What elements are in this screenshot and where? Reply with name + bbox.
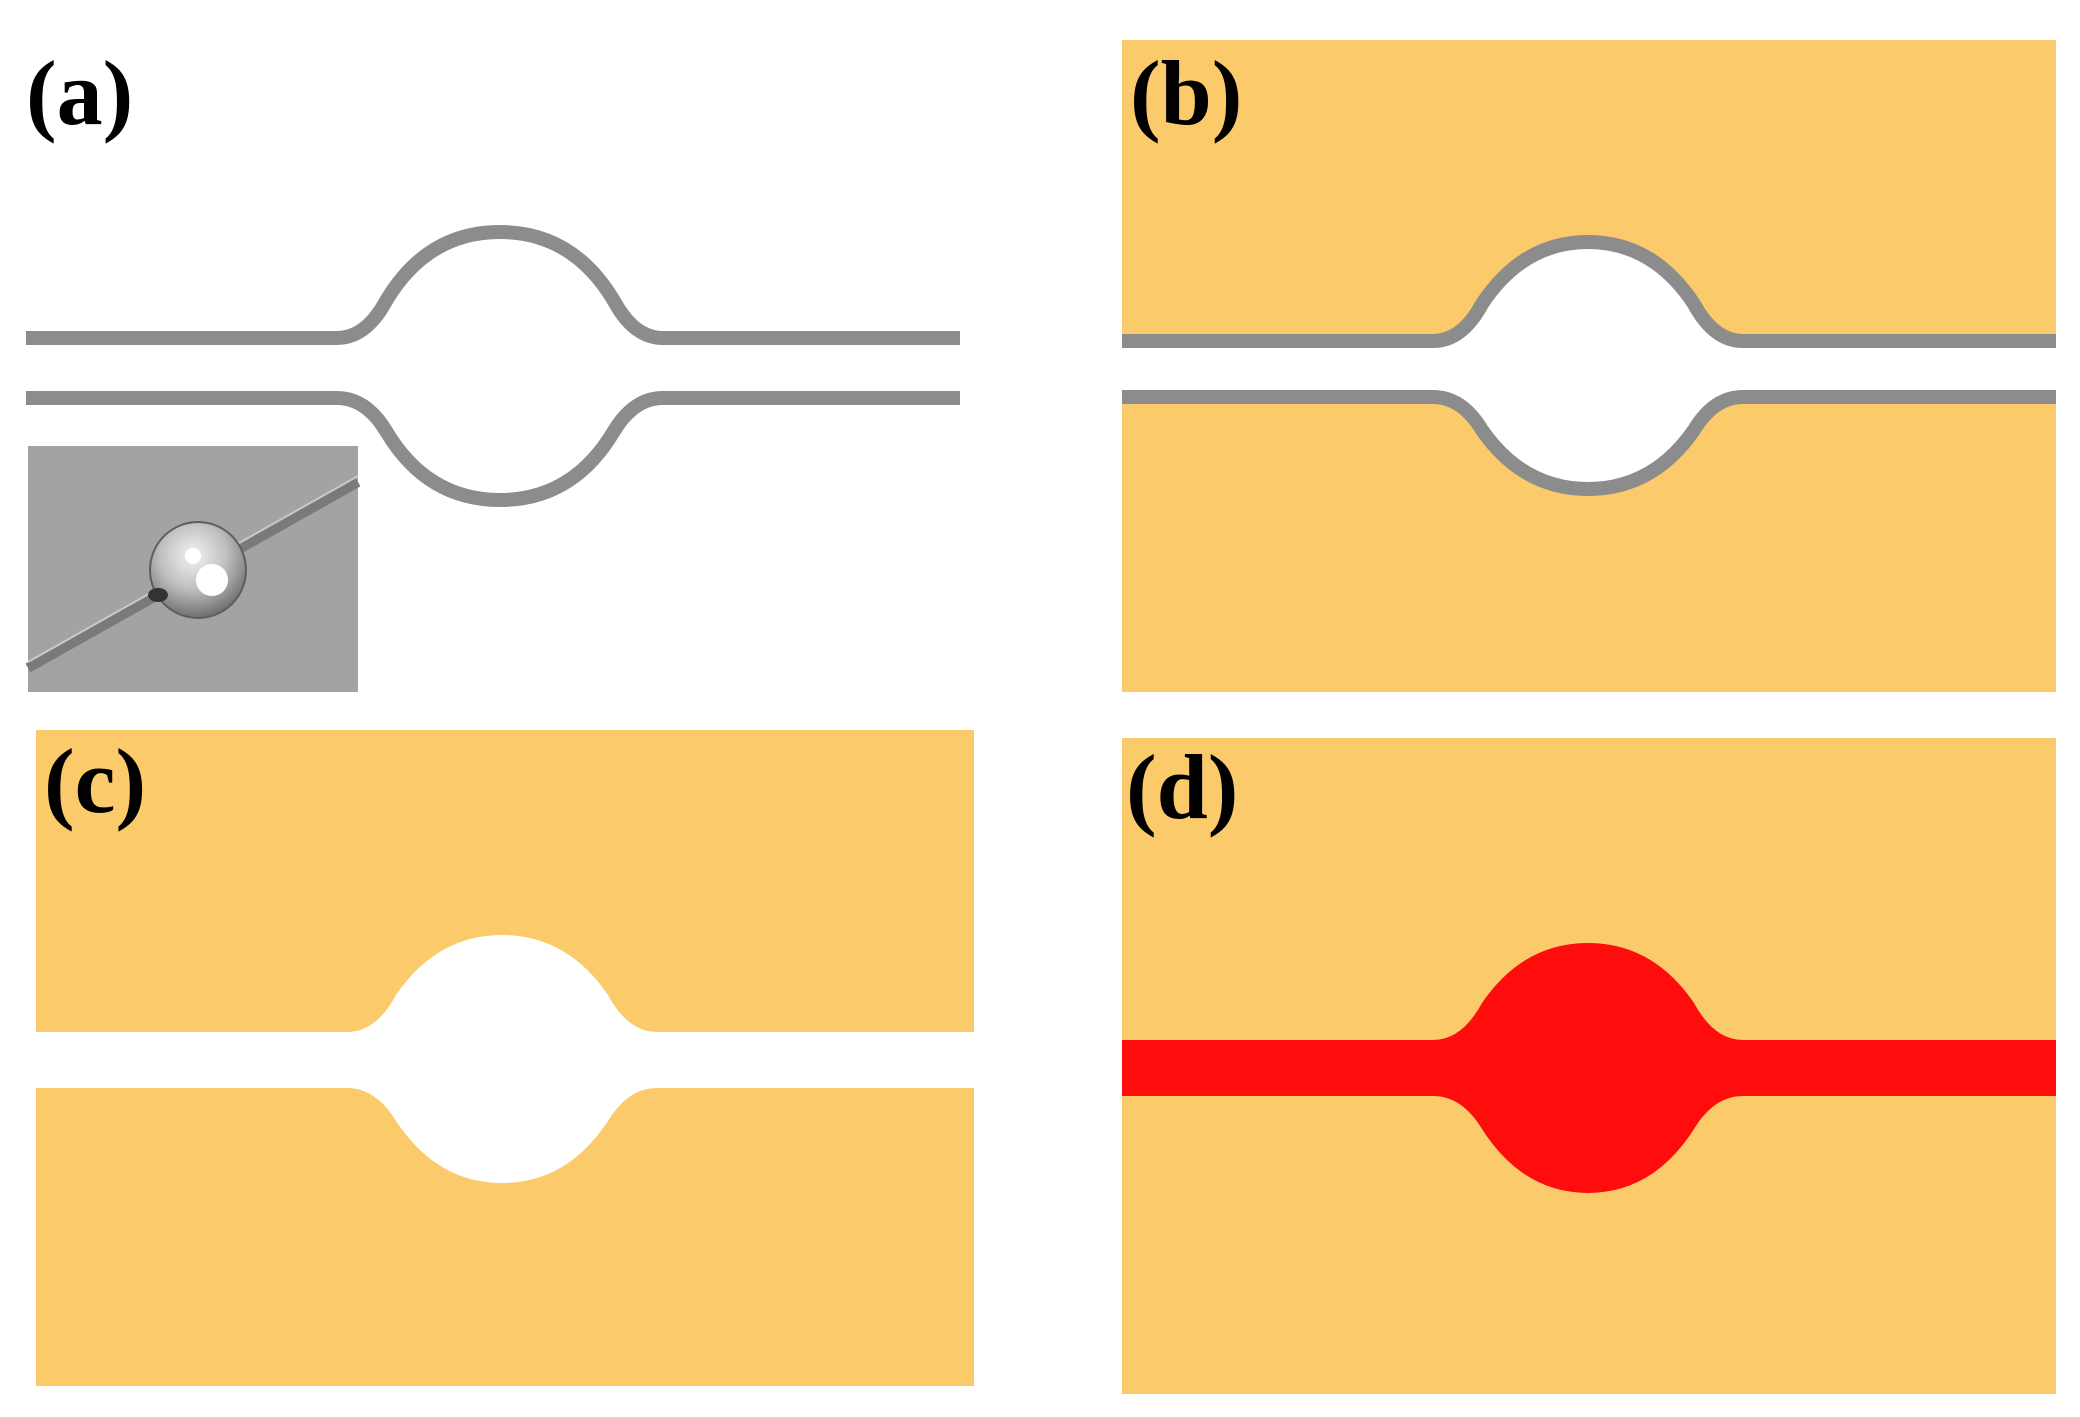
panel-label-c: (c) [44, 730, 146, 832]
panel-c: (c) [36, 730, 974, 1386]
panel-a-upper-wall [26, 224, 960, 345]
panel-label-b: (b) [1130, 42, 1242, 144]
panel-a: (a) [25, 40, 960, 692]
panel-label-a: (a) [26, 42, 133, 144]
panel-c-channel [36, 935, 974, 1183]
panel-d: (d) [1122, 736, 2056, 1394]
panel-d-filled-channel [1122, 943, 2056, 1193]
panel-a-lower-wall [26, 391, 960, 508]
panel-b-lower-wall [1122, 390, 2056, 497]
panel-b-channel [1122, 242, 2056, 489]
panel-b-upper-wall [1122, 234, 2056, 348]
panel-a-inset-image [25, 446, 361, 692]
panel-label-d: (d) [1126, 736, 1238, 838]
panel-b: (b) [1122, 40, 2056, 692]
